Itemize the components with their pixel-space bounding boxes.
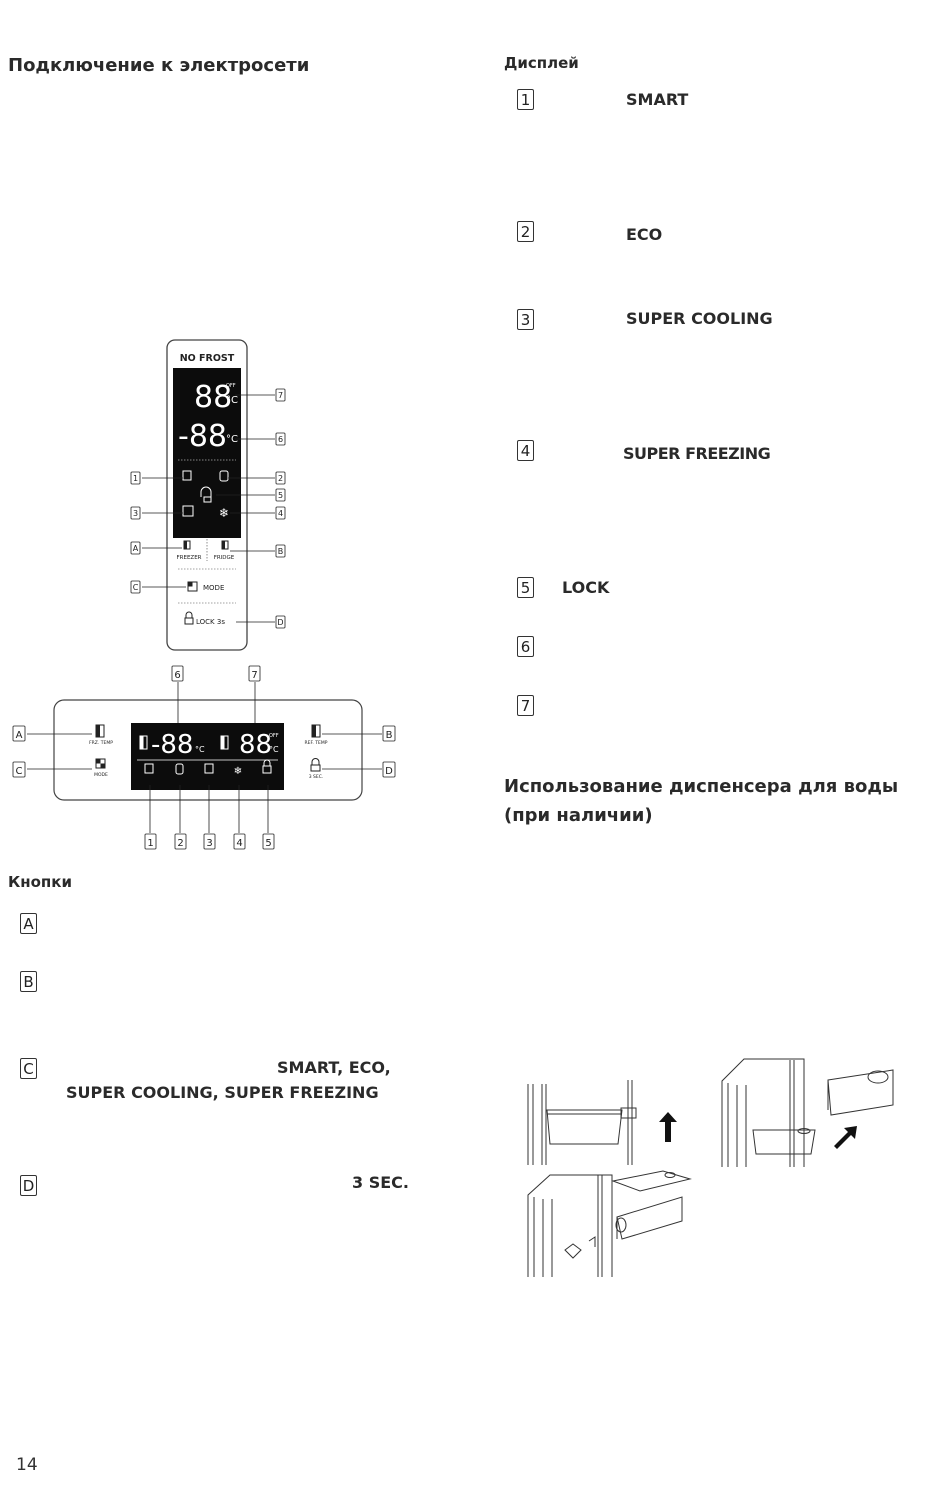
dispenser-heading-line2: (при наличии) [504,805,653,826]
dispenser-heading: Использование диспенсера для воды [504,776,899,797]
callout-label: 2 [177,838,183,849]
display-num-7: 7 [517,695,534,716]
section-heading-power: Подключение к электросети [8,55,310,76]
display-num-5: 5 [517,577,534,598]
callout-label: 1 [147,838,153,849]
fridge-temp-display: 88 [239,730,272,760]
dispenser-lid-illustration [527,1170,692,1277]
arrow-diagonal-icon [834,1126,857,1149]
panel-temp-top: 88 [194,380,232,415]
callout-label: 5 [265,838,271,849]
panel-temp-bottom: -88 [178,419,227,454]
display-label-super-freezing: SUPER FREEZING [623,444,771,463]
button-c-text: SMART, ECO, [277,1058,391,1077]
lock-icon [262,765,272,774]
mode-label: MODE [94,772,108,778]
super-cooling-icon [182,505,194,517]
button-key-a: A [20,913,37,934]
callout-label: C [16,766,23,777]
callout-label: 3 [206,838,212,849]
svg-text:°C: °C [269,745,279,754]
lock-button-icon [310,764,321,772]
vertical-control-panel-diagram: NO FROST 88 OFF °C -88 °C ❄ FREEZER FRID… [130,339,286,651]
button-c-text-line2: SUPER COOLING, SUPER FREEZING [66,1083,379,1102]
callout-label: 3 [133,509,138,518]
svg-text:°C: °C [226,395,238,406]
panel-brand: NO FROST [180,353,235,364]
fridge-button-label: FRIDGE [214,555,235,561]
display-heading: Дисплей [504,54,579,72]
freezer-button-label: FREEZER [177,555,202,561]
callout-label: 7 [251,670,257,681]
page-number: 14 [16,1455,38,1475]
button-key-b: B [20,971,37,992]
callout-label: B [386,730,393,741]
frz-temp-label: FRZ. TEMP [89,740,113,746]
callout-label: 6 [278,435,283,444]
display-num-3: 3 [517,309,534,330]
freezer-temp-display: -88 [151,730,193,760]
dispenser-install-illustration [721,1058,894,1167]
svg-text:°C: °C [195,745,205,754]
lock-button-icon [184,617,194,625]
callout-label: B [278,547,284,556]
button-key-d: D [20,1175,37,1196]
smart-icon [144,763,154,774]
display-num-4: 4 [517,440,534,461]
smart-icon [182,470,192,481]
callout-label: D [385,766,393,777]
display-label-smart: SMART [626,90,689,109]
display-num-1: 1 [517,89,534,110]
svg-text:OFF: OFF [269,733,279,739]
svg-text:OFF: OFF [226,383,236,389]
callout-label: 2 [278,474,283,483]
callout-label: A [133,544,139,553]
lock-button-label: LOCK 3s [196,618,225,626]
super-freezing-icon: ❄ [219,506,229,520]
callout-label: 4 [236,838,242,849]
callout-label: 5 [278,491,283,500]
svg-text:°C: °C [226,434,238,445]
ref-temp-label: REF. TEMP [305,740,328,746]
dispenser-remove-illustration [527,1080,677,1165]
callout-label: 6 [174,670,180,681]
callout-label: D [277,618,283,627]
display-label-lock: LOCK [562,578,610,597]
callout-label: A [16,730,23,741]
callout-label: 7 [278,391,283,400]
callout-label: 1 [133,474,138,483]
mode-button-label: MODE [203,584,224,592]
three-sec-label: 3 SEC. [309,774,324,780]
display-num-6: 6 [517,636,534,657]
button-key-c: C [20,1058,37,1079]
button-d-text: 3 SEC. [352,1173,409,1192]
callout-label: 4 [278,509,283,518]
display-label-eco: ECO [626,225,663,244]
lock-icon [200,486,212,497]
eco-icon [219,470,229,482]
eco-icon [175,763,184,775]
callout-label: C [133,583,139,592]
arrow-up-icon [659,1112,677,1142]
display-label-super-cooling: SUPER COOLING [626,309,773,328]
horizontal-control-panel-diagram: -88 °C 88 OFF °C ❄ FRZ. TEMP MODE REF. T… [12,665,396,850]
display-num-2: 2 [517,221,534,242]
buttons-heading: Кнопки [8,873,72,891]
super-freezing-icon: ❄ [234,766,242,777]
super-cooling-icon [204,763,214,774]
